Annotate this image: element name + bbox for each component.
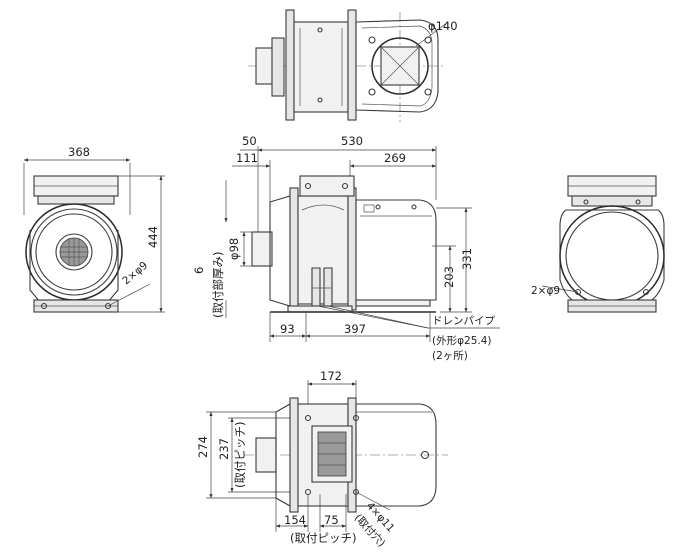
base-93-label: 93 <box>280 322 295 336</box>
drain-count-label: (2ヶ所) <box>432 350 468 362</box>
pitch-172-label: 172 <box>320 369 342 383</box>
side-view: 530 50 111 269 φ98 (取付部厚み) 6 <box>192 134 500 362</box>
width-274-label: 274 <box>196 436 210 458</box>
motor-269-label: 269 <box>384 151 406 165</box>
inlet-diameter-label: φ98 <box>227 238 241 260</box>
rear-view: 2×φ9 <box>531 175 665 313</box>
flange-diameter-label: φ140 <box>428 19 458 33</box>
offset-75-label: 75 <box>324 513 339 527</box>
length-530-label: 530 <box>341 134 363 148</box>
pitch-237-note: (取付ピッチ) <box>233 422 247 488</box>
flange-circle <box>371 37 429 95</box>
front-holes-label: 2×φ9 <box>120 259 150 287</box>
height-444-label: 444 <box>146 226 160 248</box>
mount-thickness-label: (取付部厚み) <box>211 252 225 318</box>
height-203-label: 203 <box>442 266 456 288</box>
base-397-label: 397 <box>344 322 366 336</box>
top-view: φ140 <box>248 9 458 122</box>
mount-thickness-value: 6 <box>192 267 206 274</box>
height-331-label: 331 <box>460 248 474 270</box>
pitch-label: (取付ピッチ) <box>290 531 356 545</box>
pitch-237-label: 237 <box>217 438 231 460</box>
thickness-111-label: 111 <box>236 151 258 165</box>
offset-154-label: 154 <box>284 513 306 527</box>
front-view: 368 444 2×φ9 <box>23 145 165 313</box>
rear-holes-label: 2×φ9 <box>531 285 560 297</box>
offset-50-label: 50 <box>242 134 257 148</box>
bottom-view: 172 274 237 (取付ピッチ) 154 <box>196 369 448 550</box>
drain-outer-label: (外形φ25.4) <box>432 335 492 347</box>
width-368-label: 368 <box>68 145 90 159</box>
drain-pipe-label: ドレンパイプ <box>432 315 495 327</box>
